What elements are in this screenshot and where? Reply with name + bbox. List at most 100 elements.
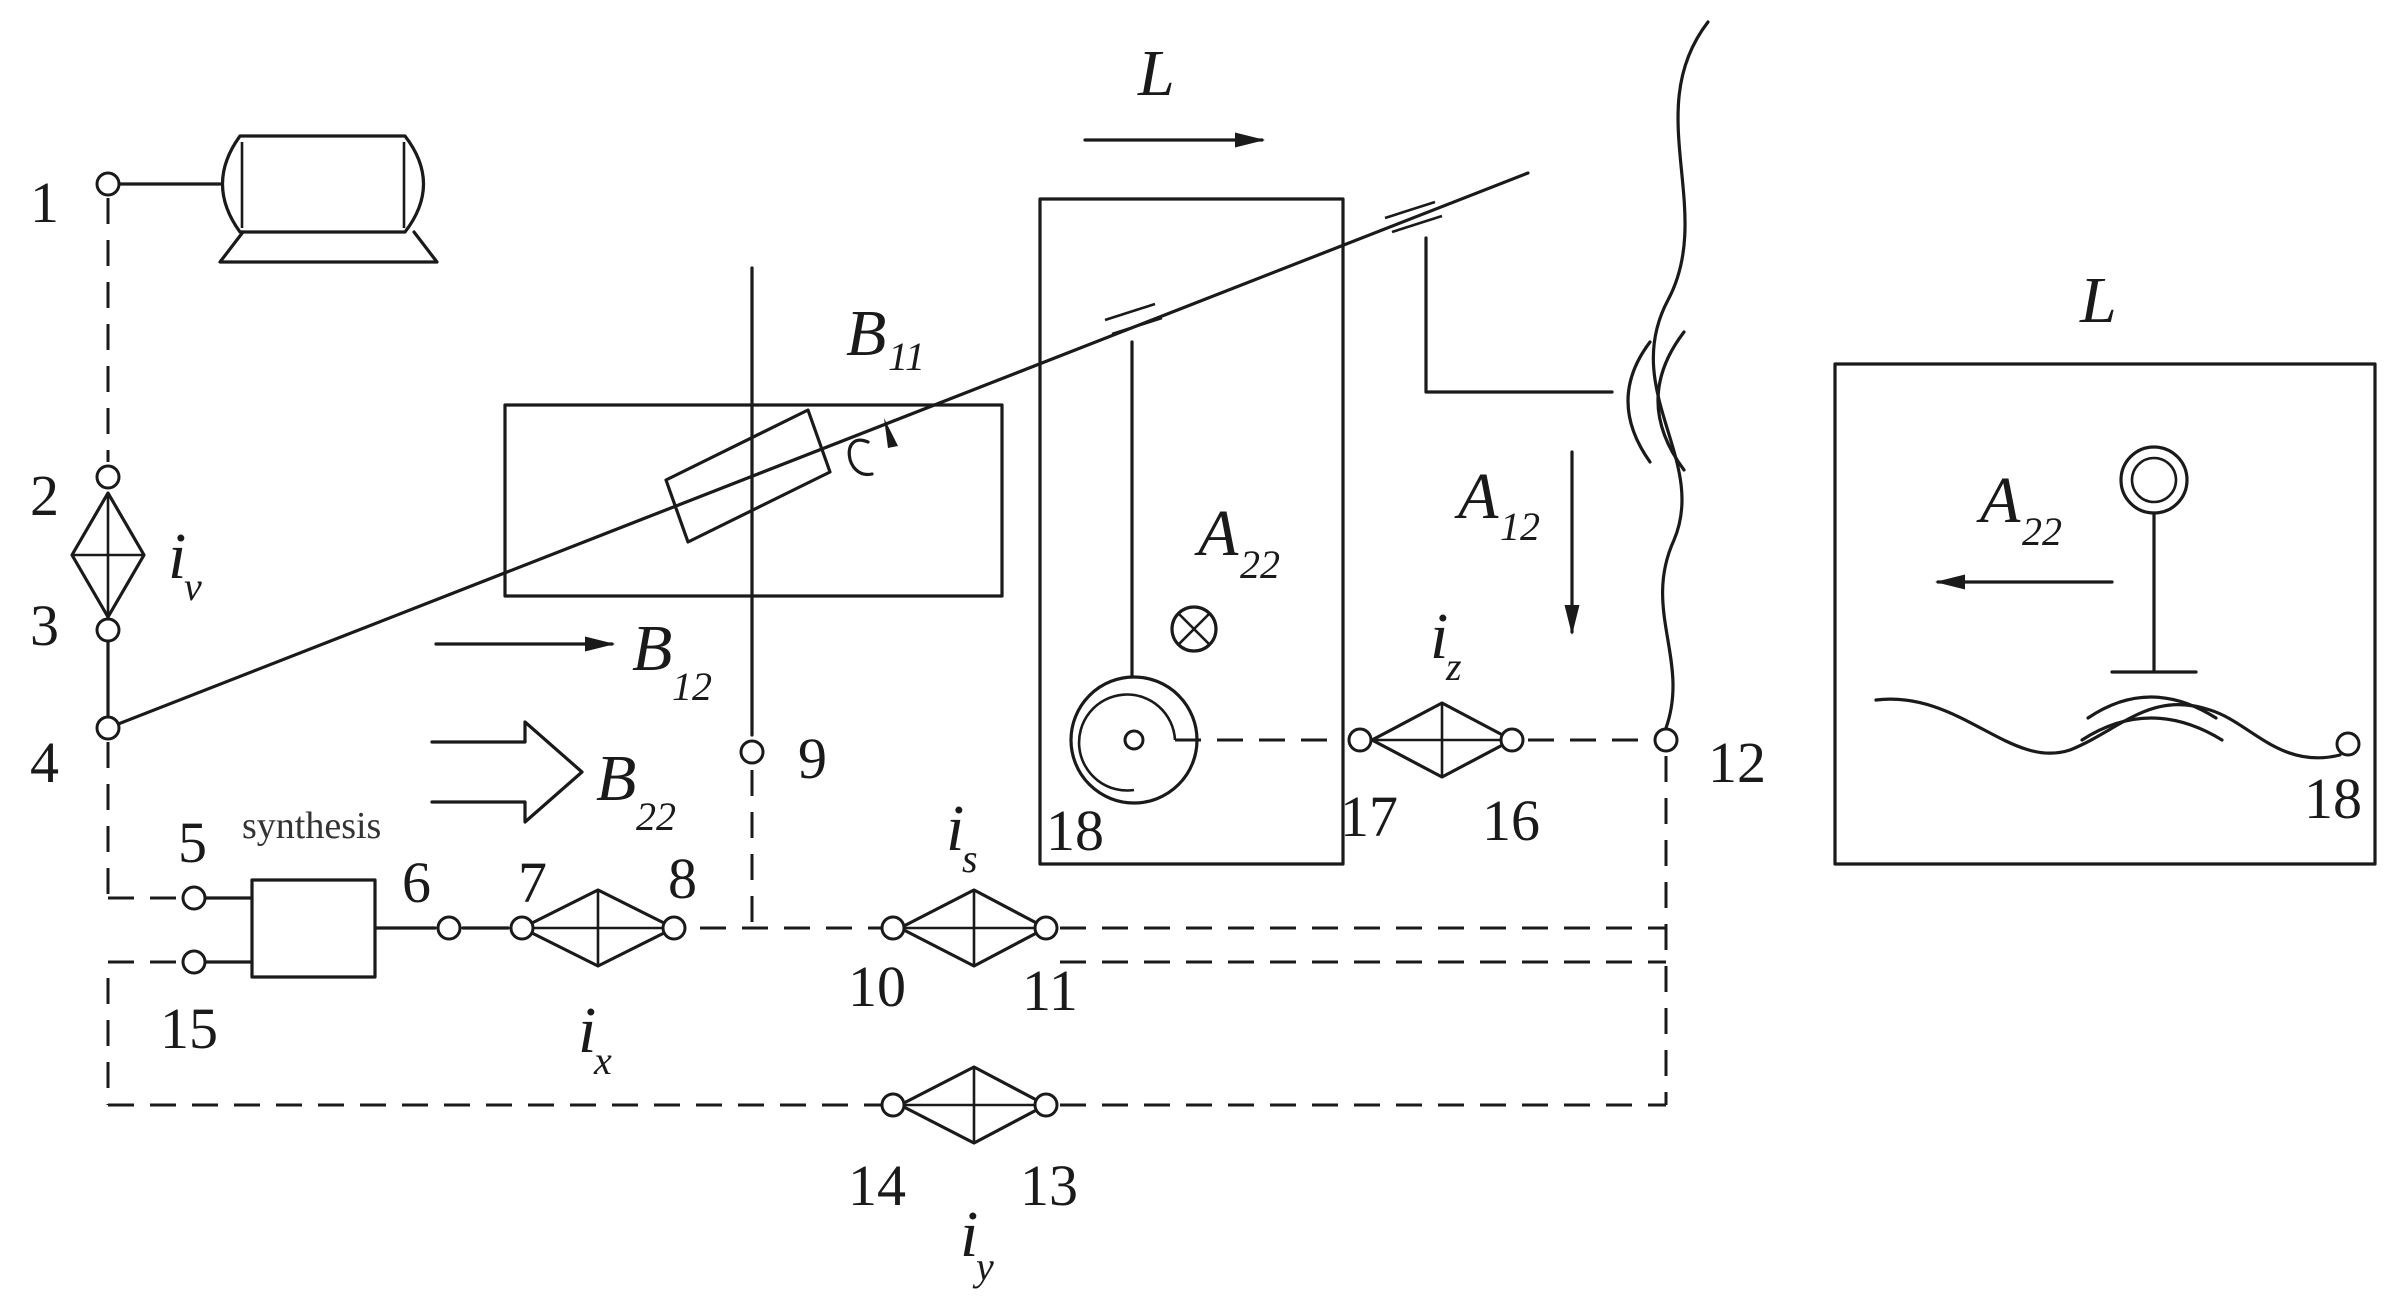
- node-12: [1653, 727, 1679, 753]
- svg-text:A: A: [1976, 464, 2021, 537]
- node-14: [880, 1092, 906, 1118]
- iy-gear-diamond: [898, 1065, 1048, 1145]
- node-1: [95, 171, 121, 197]
- nodes: [95, 171, 1679, 1118]
- svg-text:z: z: [1445, 644, 1462, 689]
- svg-text:x: x: [593, 1038, 612, 1083]
- svg-text:i: i: [960, 1198, 978, 1271]
- is-gear-diamond: [898, 888, 1048, 968]
- svg-text:11: 11: [888, 334, 925, 379]
- motor: [106, 134, 439, 264]
- label-L: L: [1137, 37, 1175, 110]
- node-17: [1347, 727, 1373, 753]
- svg-text:v: v: [184, 564, 202, 609]
- synthesis-unit: [204, 878, 510, 979]
- label-L-inset: L: [2079, 264, 2117, 337]
- label-iy: i y: [960, 1198, 994, 1289]
- svg-text:A: A: [1194, 497, 1239, 570]
- svg-text:A: A: [1454, 460, 1499, 533]
- arrow-B22-hollow: [430, 720, 584, 824]
- label-A22-inset: A 22: [1976, 464, 2062, 554]
- label-9: 9: [798, 726, 827, 791]
- svg-text:B: B: [596, 742, 636, 815]
- label-18-inset: 18: [2304, 766, 2362, 831]
- node-16: [1499, 727, 1525, 753]
- svg-text:22: 22: [2022, 509, 2062, 554]
- label-11: 11: [1022, 958, 1078, 1023]
- node-11: [1033, 915, 1059, 941]
- node-18-dot: [1123, 729, 1145, 751]
- iv-gear-diamond: [70, 491, 146, 619]
- node-9: [739, 739, 765, 765]
- node-13: [1033, 1092, 1059, 1118]
- label-A22: A 22: [1194, 497, 1280, 587]
- bracket-arm: [1424, 236, 1614, 394]
- label-1: 1: [30, 170, 59, 235]
- label-synthesis: synthesis: [242, 805, 381, 847]
- label-6: 6: [402, 850, 431, 915]
- label-15: 15: [160, 996, 218, 1061]
- label-2: 2: [30, 463, 59, 528]
- label-A12: A 12: [1454, 460, 1540, 549]
- svg-text:22: 22: [636, 794, 676, 839]
- motor-base: [218, 230, 439, 264]
- label-8: 8: [668, 846, 697, 911]
- sliding-block: [664, 408, 832, 544]
- arrows: [430, 132, 1580, 824]
- label-10: 10: [848, 954, 906, 1019]
- label-is: i s: [946, 792, 978, 881]
- label-16: 16: [1482, 788, 1540, 853]
- label-iv: i v: [168, 520, 202, 609]
- node-10: [880, 915, 906, 941]
- inset-view: [1833, 362, 2377, 866]
- label-18: 18: [1046, 798, 1104, 863]
- label-5: 5: [178, 810, 207, 875]
- node-15: [181, 949, 207, 975]
- label-12: 12: [1708, 730, 1766, 795]
- inset-frame: [1833, 362, 2377, 866]
- synthesis-block: [250, 878, 377, 979]
- node-5: [181, 885, 207, 911]
- node-3: [95, 617, 121, 643]
- label-B22: B 22: [596, 742, 676, 839]
- left-chain: [70, 198, 178, 900]
- center-housing: [1038, 197, 1345, 866]
- svg-text:s: s: [962, 836, 978, 881]
- label-7: 7: [518, 850, 547, 915]
- label-3: 3: [30, 593, 59, 658]
- label-B11: B 11: [846, 297, 925, 379]
- svg-text:12: 12: [672, 664, 712, 709]
- svg-text:i: i: [578, 994, 596, 1067]
- label-14: 14: [848, 1153, 906, 1218]
- svg-text:22: 22: [1240, 542, 1280, 587]
- b-axis-unit: [503, 266, 1004, 737]
- node-7: [509, 915, 535, 941]
- label-4: 4: [30, 730, 59, 795]
- symbol-labels: synthesis L L B 11 B 12 B 22 A 12 A 22 A…: [168, 37, 2117, 1289]
- main-shaft: [106, 171, 1530, 730]
- svg-text:i: i: [946, 792, 964, 865]
- label-iz: i z: [1430, 600, 1462, 689]
- svg-text:B: B: [632, 612, 672, 685]
- right-bracket: [1384, 20, 1710, 730]
- label-ix: i x: [578, 994, 612, 1083]
- svg-text:y: y: [972, 1244, 994, 1289]
- center-unit: [1038, 197, 1345, 866]
- node-8: [661, 915, 687, 941]
- wavy-workpiece-edge: [1651, 20, 1710, 730]
- roller-inner: [1077, 693, 1177, 792]
- inset-tool-inner: [2130, 456, 2178, 504]
- bracket-clamp-1: [1626, 340, 1652, 464]
- svg-text:i: i: [1430, 600, 1448, 673]
- label-B12: B 12: [632, 612, 712, 709]
- label-13: 13: [1020, 1153, 1078, 1218]
- motor-body: [221, 134, 425, 234]
- rotation-arc: [847, 438, 874, 476]
- svg-text:12: 12: [1500, 504, 1540, 549]
- iz-gear-diamond: [1370, 701, 1514, 779]
- node-labels: 1 2 3 4 5 6 7 8 9 10 11 12 13 14 15 16 1…: [30, 170, 2362, 1218]
- bracket-clamp-2: [1656, 330, 1686, 472]
- node-6: [436, 915, 462, 941]
- svg-text:B: B: [846, 297, 886, 370]
